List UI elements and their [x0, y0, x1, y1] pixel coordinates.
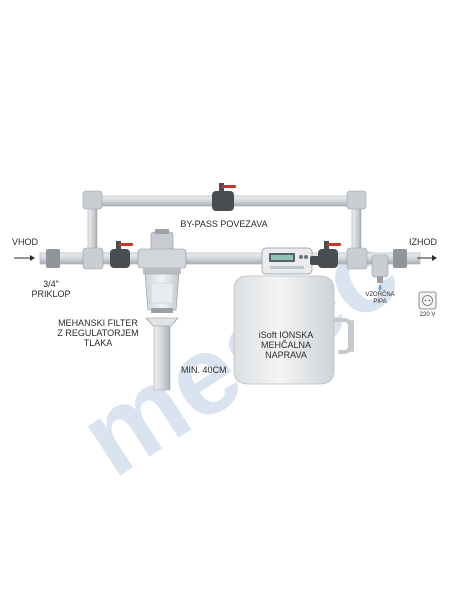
filter-label: MEHANSKI FILTER Z REGULATORJEM TLAKA	[50, 318, 146, 348]
sample-tap	[371, 254, 389, 291]
elbow-left	[82, 190, 103, 210]
ball-valve-icon	[110, 241, 133, 268]
bypass-valve-head	[310, 256, 320, 265]
tee-right	[346, 247, 368, 270]
bypass-label: BY-PASS POVEZAVA	[180, 219, 268, 229]
softener-label-line: NAPRAVA	[265, 350, 307, 360]
inlet-fitting	[46, 249, 60, 268]
softener-label-line: MEHČALNA	[260, 340, 311, 350]
outlet-label: IZHOD	[409, 237, 437, 247]
filter-label-line: Z REGULATORJEM	[57, 328, 139, 338]
arrow-right-icon	[14, 255, 35, 261]
elbow-right	[346, 190, 367, 210]
min-length-label: MIN. 40CM	[181, 365, 227, 375]
main-pipe	[39, 247, 421, 270]
sample-tap-label: VZORČNA PIPA	[360, 292, 400, 306]
softener-label: iSoft IONSKA MEHČALNA NAPRAVA	[244, 330, 328, 360]
outlet-fitting	[393, 249, 407, 268]
filter-label-line: MEHANSKI FILTER	[58, 318, 138, 328]
drain-hose	[332, 318, 354, 354]
control-button	[299, 255, 303, 259]
connection-label: 3/4" PRIKLOP	[20, 279, 82, 299]
connection-label-line: PRIKLOP	[31, 289, 71, 299]
sample-tap-label-line: VZORČNA	[365, 292, 395, 298]
softener-label-line: iSoft IONSKA	[258, 330, 314, 340]
arrow-right-icon	[417, 255, 437, 261]
filter-label-line: TLAKA	[83, 338, 113, 348]
filter-drain	[145, 317, 179, 391]
softener-control-head	[261, 247, 320, 275]
ball-valve-icon	[318, 241, 341, 268]
softener-cabinet	[233, 275, 335, 385]
tee-left	[82, 247, 104, 270]
inlet-label: VHOD	[12, 237, 39, 247]
control-button	[304, 255, 308, 259]
ball-valve-icon	[212, 183, 236, 211]
mechanical-filter	[137, 229, 187, 313]
power-socket-icon	[418, 291, 437, 310]
water-drop-icon	[378, 284, 382, 291]
connection-label-line: 3/4"	[43, 279, 59, 289]
sample-tap-label-line: PIPA	[373, 299, 387, 305]
power-label: 220 V	[419, 312, 436, 318]
